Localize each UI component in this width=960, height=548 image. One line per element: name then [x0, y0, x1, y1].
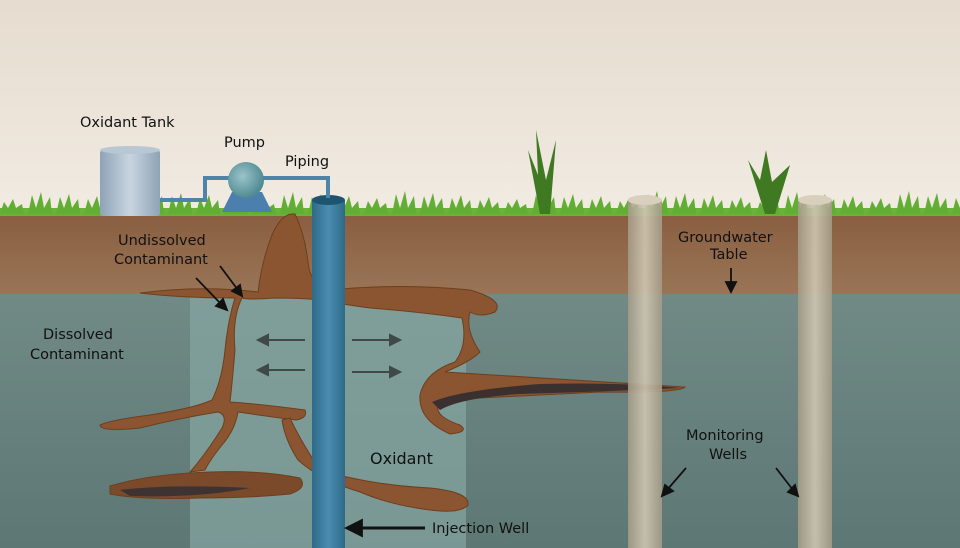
label-monitoring-wells-1: Monitoring: [686, 428, 764, 444]
label-oxidant: Oxidant: [370, 449, 433, 468]
pointer-arrows: [195, 265, 800, 538]
label-dissolved-contaminant-2: Contaminant: [30, 347, 124, 363]
grass-tuft: [476, 197, 500, 214]
grass-tuft: [56, 194, 80, 214]
grass-tuft: [672, 193, 696, 214]
grass-tuft: [392, 191, 416, 214]
oxidant-flow-arrows: [255, 333, 403, 379]
oxidant-tank-icon: [100, 146, 160, 216]
monitoring-well-2: [798, 195, 832, 548]
grass-tuft: [364, 198, 388, 214]
label-piping: Piping: [285, 154, 329, 170]
injection-well: [312, 195, 345, 548]
grass-tuft: [728, 197, 752, 214]
monitoring-well-1: [628, 195, 662, 548]
grass-tuft: [896, 191, 920, 214]
grass-tuft: [448, 195, 472, 214]
grass-tuft: [588, 196, 612, 214]
grass-tuft: [504, 199, 528, 214]
label-groundwater-table-2: Table: [709, 247, 748, 263]
grass: [0, 130, 960, 216]
grass-tuft: [28, 192, 52, 214]
grass-tuft: [196, 195, 220, 214]
grass-tuft: [420, 193, 444, 214]
piping: [160, 176, 330, 202]
label-monitoring-wells-2: Wells: [709, 447, 747, 463]
grass-tuft: [952, 198, 960, 214]
label-undissolved-contaminant-1: Undissolved: [118, 233, 206, 249]
grass-tuft: [168, 193, 192, 214]
grass-tuft: [840, 196, 864, 214]
label-undissolved-contaminant-2: Contaminant: [114, 252, 208, 268]
pump-icon: [222, 162, 272, 212]
grass-tuft: [868, 198, 892, 214]
grass-tuft: [560, 194, 584, 214]
grass-tuft: [700, 195, 724, 214]
label-dissolved-contaminant-1: Dissolved: [43, 327, 113, 343]
grass-tuft: [0, 199, 24, 214]
label-pump: Pump: [224, 135, 265, 151]
grass-tuft: [924, 193, 948, 214]
label-injection-well: Injection Well: [432, 521, 529, 537]
label-oxidant-tank: Oxidant Tank: [80, 115, 175, 131]
grass-tuft: [280, 192, 304, 214]
label-groundwater-table-1: Groundwater: [678, 230, 773, 246]
